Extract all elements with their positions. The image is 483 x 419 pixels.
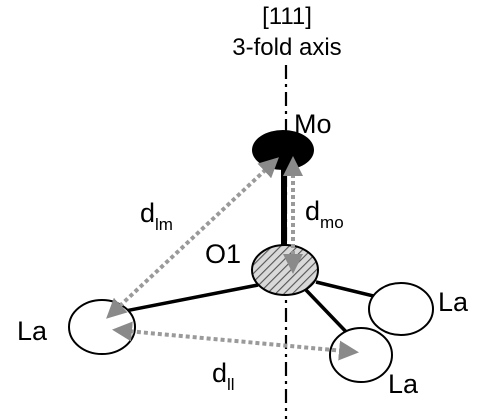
atom-la-right	[368, 282, 434, 336]
distance-label-mo-sub: mo	[320, 213, 344, 232]
distance-label-mo-base: d	[305, 196, 320, 226]
atom-label-la-right: La	[438, 287, 469, 317]
distance-label-ll-base: d	[212, 358, 227, 388]
atom-label-la-left: La	[17, 316, 48, 346]
distance-arrow-lm	[106, 157, 279, 319]
atom-label-o1: O1	[205, 239, 241, 269]
atom-la-bottom	[329, 327, 393, 383]
axis-direction-label: [111]	[262, 3, 312, 30]
distance-label-mo: dmo	[305, 196, 344, 232]
atom-label-la-bottom: La	[388, 369, 419, 399]
distance-label-lm-sub: lm	[155, 215, 173, 234]
distance-label-lm-base: d	[140, 198, 155, 228]
distance-label-ll: dll	[212, 358, 235, 394]
distance-label-lm: dlm	[140, 198, 173, 234]
atom-o1	[251, 244, 319, 296]
axis-fold-label: 3-fold axis	[232, 34, 341, 61]
distance-label-ll-sub: ll	[227, 375, 235, 394]
atom-la-left	[68, 299, 136, 355]
atom-label-mo: Mo	[294, 109, 332, 139]
distance-arrow-ll	[112, 321, 359, 361]
